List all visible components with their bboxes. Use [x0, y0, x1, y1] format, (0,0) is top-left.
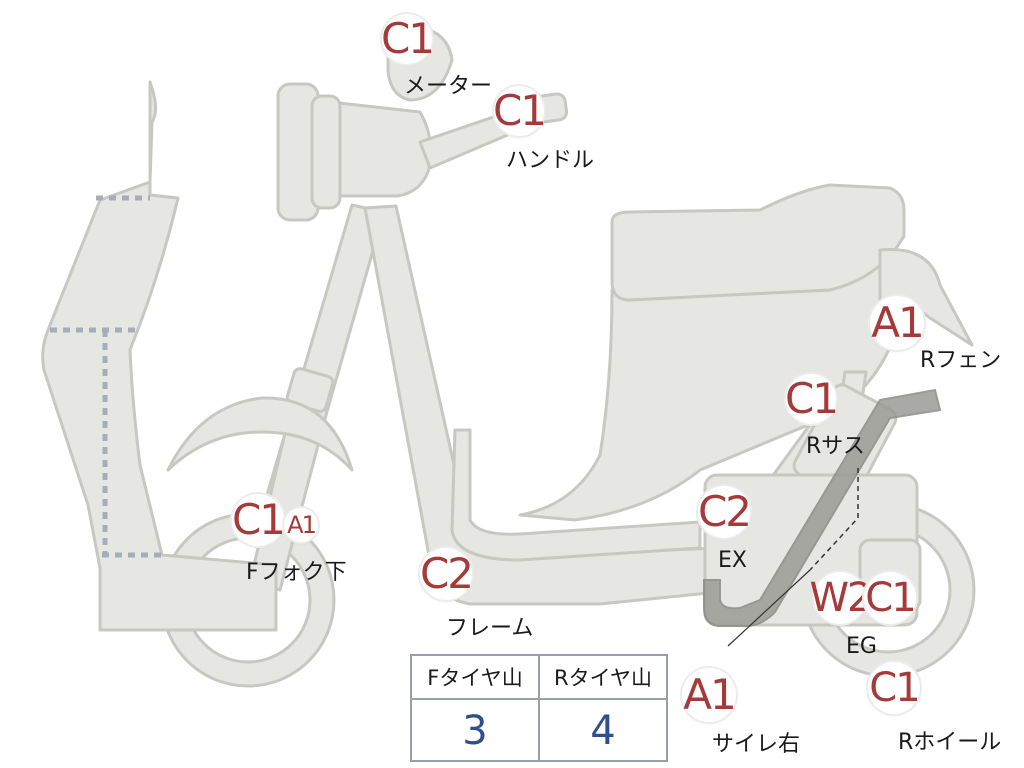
engine-label: EG [846, 634, 877, 659]
meter-badge: C1 [380, 14, 435, 64]
seat [610, 183, 906, 302]
rsus-dashed-leader [809, 468, 859, 571]
tread-table-header-row: Fタイヤ山 Rタイヤ山 [412, 656, 666, 700]
front-body [41, 80, 278, 632]
handle-badge: C1 [492, 86, 547, 136]
front-tread-header: Fタイヤ山 [427, 666, 523, 690]
headlight-ring [310, 94, 342, 210]
rear-wheel-label: Rホイール [898, 730, 1002, 755]
rear-fender-label: Rフェン [920, 348, 1002, 373]
frame-label: フレーム [446, 616, 534, 641]
front-body-dotted-mid [50, 327, 165, 558]
exhaust-pipe [703, 388, 942, 628]
front-tread-value: 3 [462, 708, 488, 754]
front-fork-label: Fフォク下 [246, 560, 347, 585]
rear-tread-header: Rタイヤ山 [538, 656, 666, 698]
engine-c-badge: C1 [864, 572, 917, 624]
rear-fender-badge: A1 [870, 296, 925, 350]
tread-table-value-row: 3 4 [412, 700, 666, 762]
side-right-label: サイレ右 [712, 732, 801, 757]
meter-label: メーター [404, 74, 493, 99]
front-fork-a-badge: A1 [284, 508, 318, 542]
side-leader-line [727, 569, 811, 647]
rear-sus-label: Rサス [806, 434, 865, 459]
side-right-badge: A1 [682, 668, 737, 722]
exhaust-label: EX [718, 548, 747, 573]
step-tube [450, 428, 702, 562]
headlight-cowl [328, 100, 433, 198]
rear-wheel-badge: C1 [868, 662, 921, 714]
frame-badge: C2 [419, 548, 474, 600]
rear-tread-value: 4 [538, 700, 666, 762]
front-fork-c-badge: C1 [231, 494, 286, 546]
handle-label: ハンドル [506, 148, 595, 173]
front-fender [166, 396, 354, 472]
exhaust-badge: C2 [697, 486, 752, 538]
tire-tread-table: Fタイヤ山 Rタイヤ山 3 4 [410, 654, 668, 762]
engine-w-badge: W2 [810, 572, 873, 624]
rear-sus-badge: C1 [784, 374, 839, 424]
